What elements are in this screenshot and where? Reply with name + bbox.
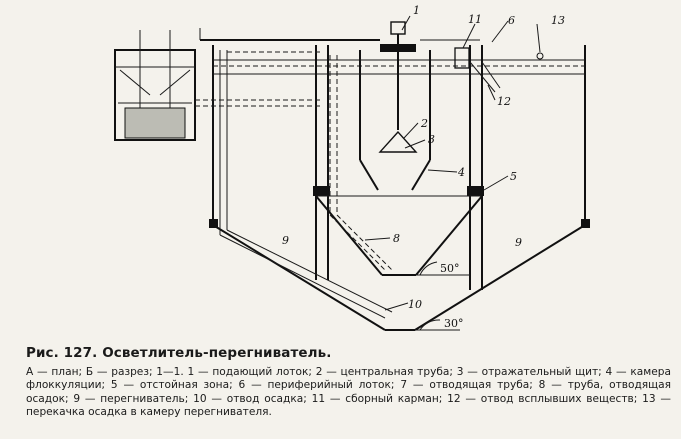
label-6: 6 xyxy=(508,14,515,27)
technical-drawing: 1 2 3 4 5 6 8 9 9 10 11 12 13 50° 30° xyxy=(114,4,590,331)
label-2: 2 xyxy=(420,117,428,130)
angle-50: 50° xyxy=(440,262,460,275)
collector-pocket xyxy=(454,47,544,93)
figure-legend: А — план; Б — разрез; 1—1. 1 — подающий … xyxy=(26,366,671,419)
angle-30: 30° xyxy=(444,317,464,330)
inner-columns xyxy=(313,45,484,290)
label-8: 8 xyxy=(393,232,400,245)
sludge-pipe xyxy=(329,55,393,271)
side-chamber xyxy=(114,30,196,141)
flocculation-chamber xyxy=(359,50,431,191)
caption-block: Рис. 127. Осветлитель-перегниватель. А —… xyxy=(26,345,671,420)
label-4: 4 xyxy=(457,166,465,179)
label-3: 3 xyxy=(428,133,435,146)
label-9-left: 9 xyxy=(282,234,289,247)
outlet-pipe xyxy=(195,50,393,319)
angle-marks xyxy=(415,261,460,331)
central-pipe xyxy=(378,21,418,153)
label-13: 13 xyxy=(551,14,565,27)
main-tank xyxy=(209,45,590,331)
label-1: 1 xyxy=(413,4,420,17)
label-10: 10 xyxy=(408,298,422,311)
sludge-hopper xyxy=(315,195,483,276)
label-9-right: 9 xyxy=(515,236,522,249)
label-12: 12 xyxy=(497,95,511,108)
label-11: 11 xyxy=(468,13,482,26)
label-5: 5 xyxy=(510,170,517,183)
leader-lines xyxy=(364,15,541,311)
figure-caption-title: Рис. 127. Осветлитель-перегниватель. xyxy=(26,345,332,361)
top-frame xyxy=(199,28,480,41)
